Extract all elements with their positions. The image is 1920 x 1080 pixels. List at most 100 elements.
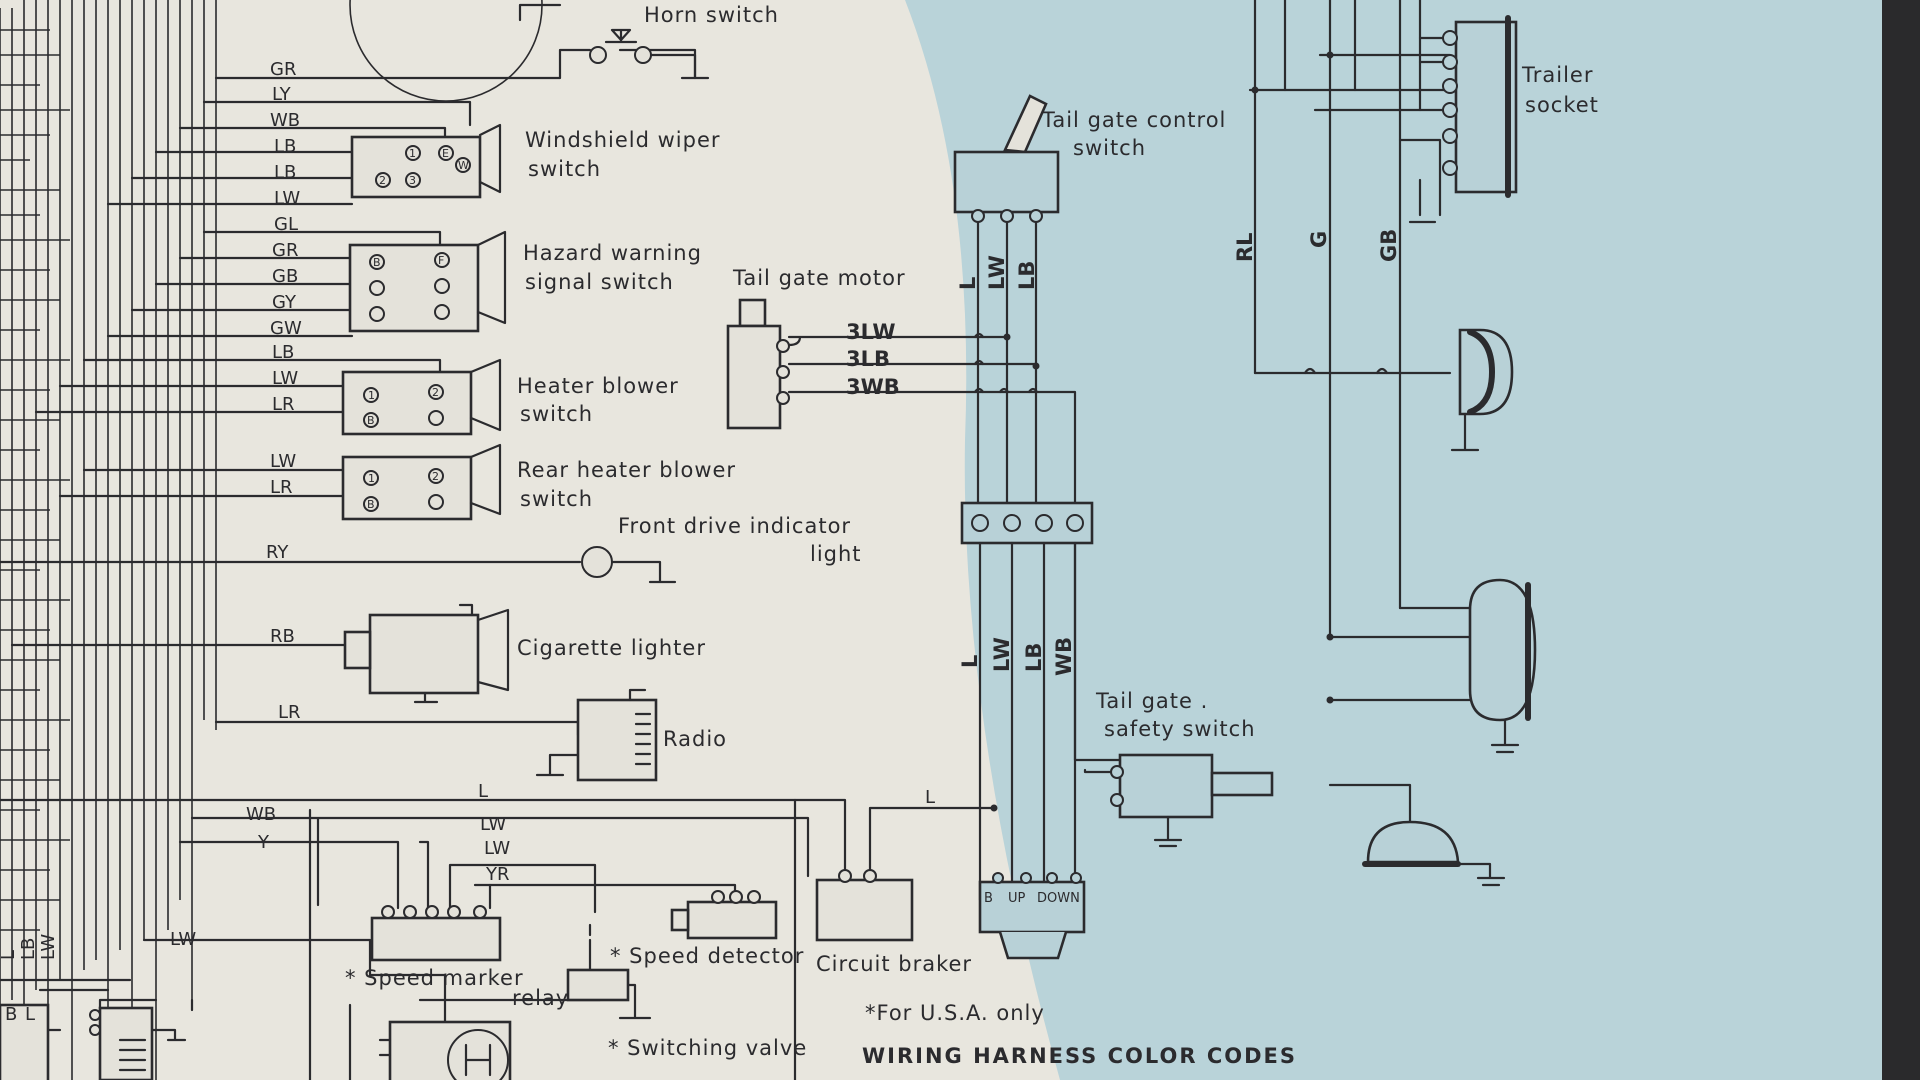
label-circuit-braker: Circuit braker	[816, 952, 972, 976]
svg-text:GR: GR	[270, 59, 296, 80]
svg-text:F: F	[438, 254, 444, 267]
svg-text:L: L	[956, 277, 980, 290]
svg-text:UP: UP	[1008, 891, 1026, 906]
label-wiper-1: Windshield wiper	[525, 128, 721, 152]
svg-text:L: L	[478, 781, 488, 802]
svg-text:LB: LB	[1015, 261, 1039, 290]
svg-text:1: 1	[368, 472, 375, 485]
svg-text:LW: LW	[480, 814, 506, 835]
tail-gate-safety-switch	[1083, 753, 1274, 848]
radio	[535, 688, 658, 782]
horn-contact-left	[589, 46, 607, 64]
svg-text:YR: YR	[485, 864, 510, 885]
label-rear-heater-1: Rear heater blower	[517, 458, 736, 482]
heater-switch-body	[341, 370, 473, 436]
motor-body	[726, 324, 782, 430]
svg-text:B: B	[367, 498, 375, 511]
svg-text:L: L	[925, 787, 935, 808]
svg-text:B: B	[373, 256, 381, 269]
label-cigarette-lighter: Cigarette lighter	[517, 636, 706, 660]
label-tail-gate-safety-1: Tail gate .	[1095, 689, 1208, 713]
svg-text:1: 1	[409, 147, 416, 160]
svg-text:GB: GB	[272, 266, 298, 287]
svg-text:2: 2	[432, 386, 439, 399]
circuit-braker	[815, 806, 996, 942]
label-rear-heater-2: switch	[520, 487, 593, 511]
svg-text:LW: LW	[272, 368, 298, 389]
page-binding-edge	[1882, 0, 1920, 1080]
label-tail-gate-safety-2: safety switch	[1104, 717, 1256, 741]
control-unit-body	[978, 880, 1086, 934]
label-tail-gate-control-2: switch	[1073, 136, 1146, 160]
svg-text:LB: LB	[274, 136, 296, 157]
label-front-drive-2: light	[810, 542, 862, 566]
label-relay: relay	[512, 986, 569, 1010]
svg-text:WB: WB	[246, 804, 276, 825]
lamp-middle	[1468, 578, 1537, 754]
circuit-braker-body	[815, 878, 914, 942]
control-switch-body	[953, 150, 1060, 214]
horn-switch	[349, 0, 710, 102]
label-tail-gate-motor: Tail gate motor	[732, 266, 906, 290]
tail-gate-motor	[726, 298, 1122, 762]
lighter-body	[368, 613, 480, 695]
svg-text:LR: LR	[272, 394, 295, 415]
lower-left-components	[0, 1003, 187, 1080]
label-tail-gate-control-1: Tail gate control	[1041, 108, 1226, 132]
radio-body	[576, 698, 658, 782]
cigarette-lighter	[343, 603, 510, 704]
svg-text:LR: LR	[278, 702, 301, 723]
svg-text:GL: GL	[274, 214, 298, 235]
svg-text:GB: GB	[1377, 229, 1401, 262]
svg-text:LW: LW	[170, 929, 196, 950]
label-hazard-2: signal switch	[525, 270, 674, 294]
svg-text:LW: LW	[274, 188, 300, 209]
svg-text:LY: LY	[272, 84, 292, 105]
svg-text:B: B	[984, 891, 993, 906]
label-for-usa-only: *For U.S.A. only	[865, 1001, 1045, 1025]
speed-marker	[370, 905, 502, 962]
svg-text:3LB: 3LB	[846, 347, 890, 371]
svg-text:E: E	[442, 147, 449, 160]
svg-text:1: 1	[368, 389, 375, 402]
svg-text:3LW: 3LW	[846, 320, 896, 344]
speed-detector-body	[686, 900, 778, 940]
svg-text:LW: LW	[484, 838, 510, 859]
tail-gate-control-switch	[953, 94, 1060, 510]
horn-contact-right	[634, 46, 652, 64]
svg-text:LB: LB	[272, 342, 294, 363]
speed-marker-body	[370, 916, 502, 962]
relay	[566, 968, 652, 1020]
svg-text:B: B	[367, 414, 375, 427]
switching-valve	[378, 1020, 512, 1080]
svg-text:3: 3	[409, 174, 416, 187]
label-heater-1: Heater blower	[517, 374, 679, 398]
right-harness	[1248, 0, 1472, 824]
svg-text:GR: GR	[272, 240, 298, 261]
label-horn-switch: Horn switch	[644, 3, 779, 27]
label-wiper-2: switch	[528, 157, 601, 181]
svg-text:GY: GY	[272, 292, 297, 313]
svg-text:G: G	[1307, 231, 1331, 248]
svg-text:DOWN: DOWN	[1037, 891, 1080, 906]
svg-text:LB: LB	[18, 938, 39, 960]
svg-text:Y: Y	[257, 832, 270, 853]
windshield-wiper-switch: 1 2 3 E W	[350, 123, 502, 199]
label-front-drive-1: Front drive indicator	[618, 514, 851, 538]
label-speed-marker: * Speed marker	[345, 966, 524, 990]
label-wiring-harness-heading: WIRING HARNESS COLOR CODES	[862, 1044, 1297, 1068]
svg-text:GW: GW	[270, 318, 302, 339]
svg-text:2: 2	[379, 174, 386, 187]
label-heater-2: switch	[520, 402, 593, 426]
svg-text:LW: LW	[38, 934, 59, 960]
svg-text:L: L	[25, 1004, 35, 1025]
svg-text:L: L	[0, 950, 19, 960]
heater-blower-switch: 1 2 B	[341, 358, 502, 436]
svg-text:LB: LB	[274, 162, 296, 183]
svg-text:WB: WB	[270, 110, 300, 131]
label-hazard-1: Hazard warning	[523, 241, 702, 265]
svg-text:3WB: 3WB	[846, 375, 900, 399]
trailer-socket	[1418, 15, 1518, 198]
lamp-upper	[1450, 328, 1514, 452]
